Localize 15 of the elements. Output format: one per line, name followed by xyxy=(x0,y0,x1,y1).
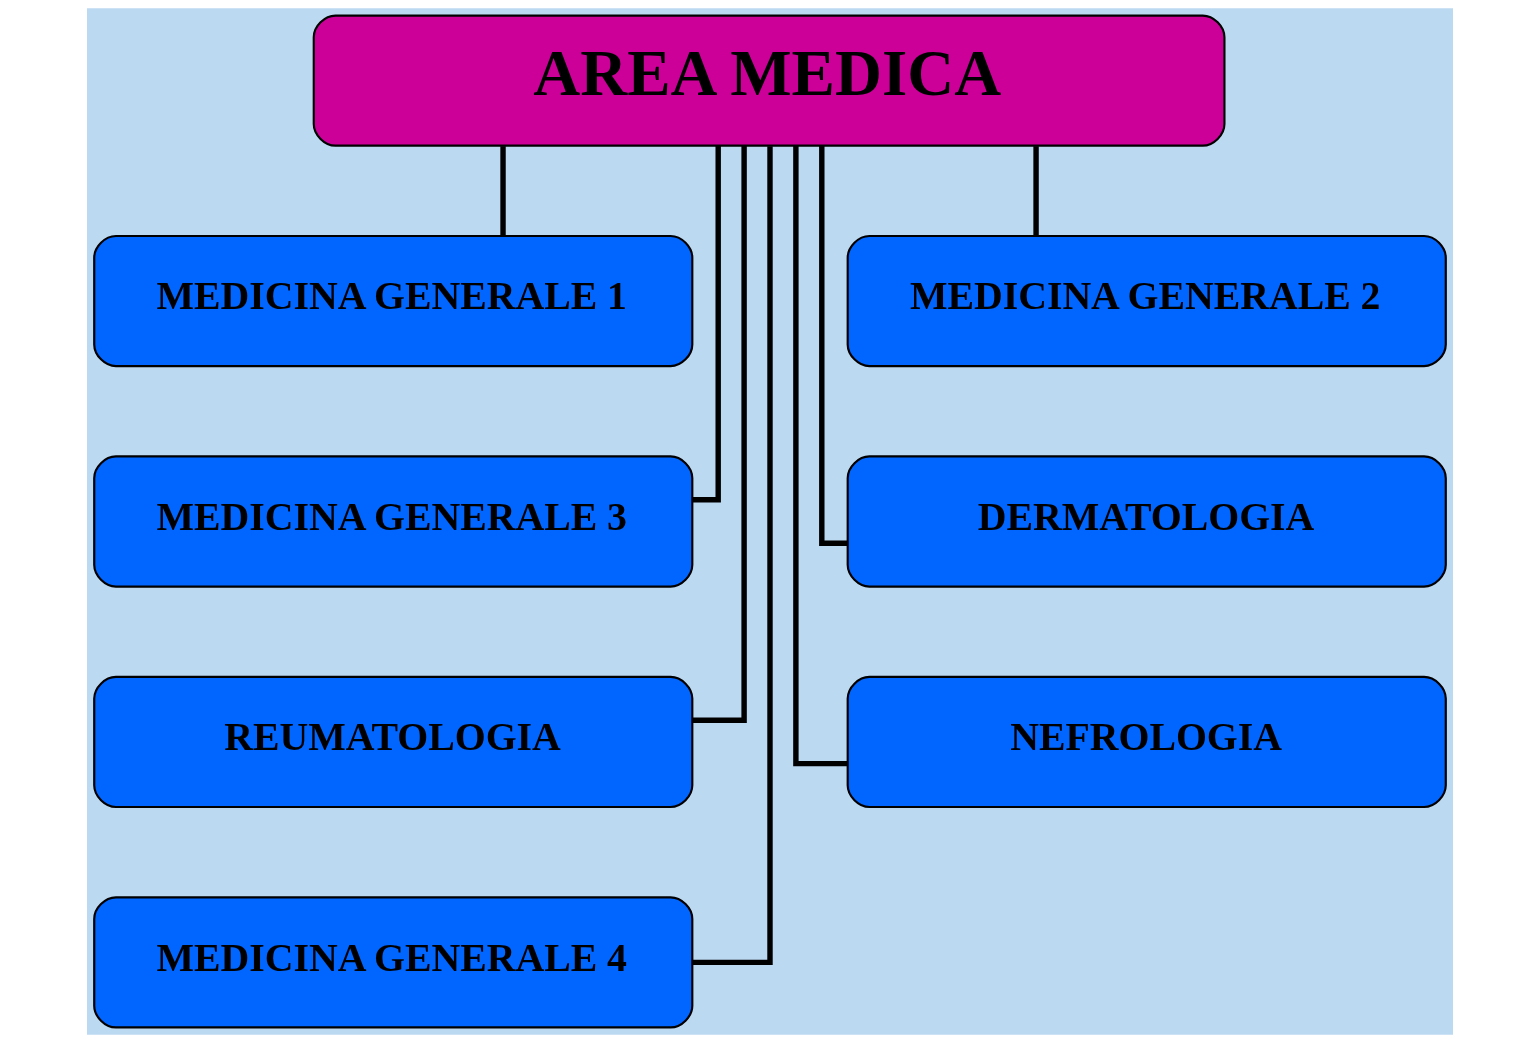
node-box: REUMATOLOGIA xyxy=(93,675,694,809)
node-box: AREA MEDICA xyxy=(312,14,1226,147)
node-box: MEDICINA GENERALE 3 xyxy=(93,455,694,588)
node-box: DERMATOLOGIA xyxy=(846,455,1447,588)
node-box: NEFROLOGIA xyxy=(846,675,1447,809)
connector xyxy=(692,146,773,966)
connector xyxy=(819,145,848,546)
connector xyxy=(500,146,506,236)
connector xyxy=(692,146,747,723)
node-box: MEDICINA GENERALE 4 xyxy=(93,896,694,1029)
connector xyxy=(692,146,721,503)
node-box: MEDICINA GENERALE 2 xyxy=(846,234,1447,368)
connector xyxy=(1033,146,1039,236)
connector xyxy=(793,146,848,767)
node-box: MEDICINA GENERALE 1 xyxy=(93,234,694,368)
